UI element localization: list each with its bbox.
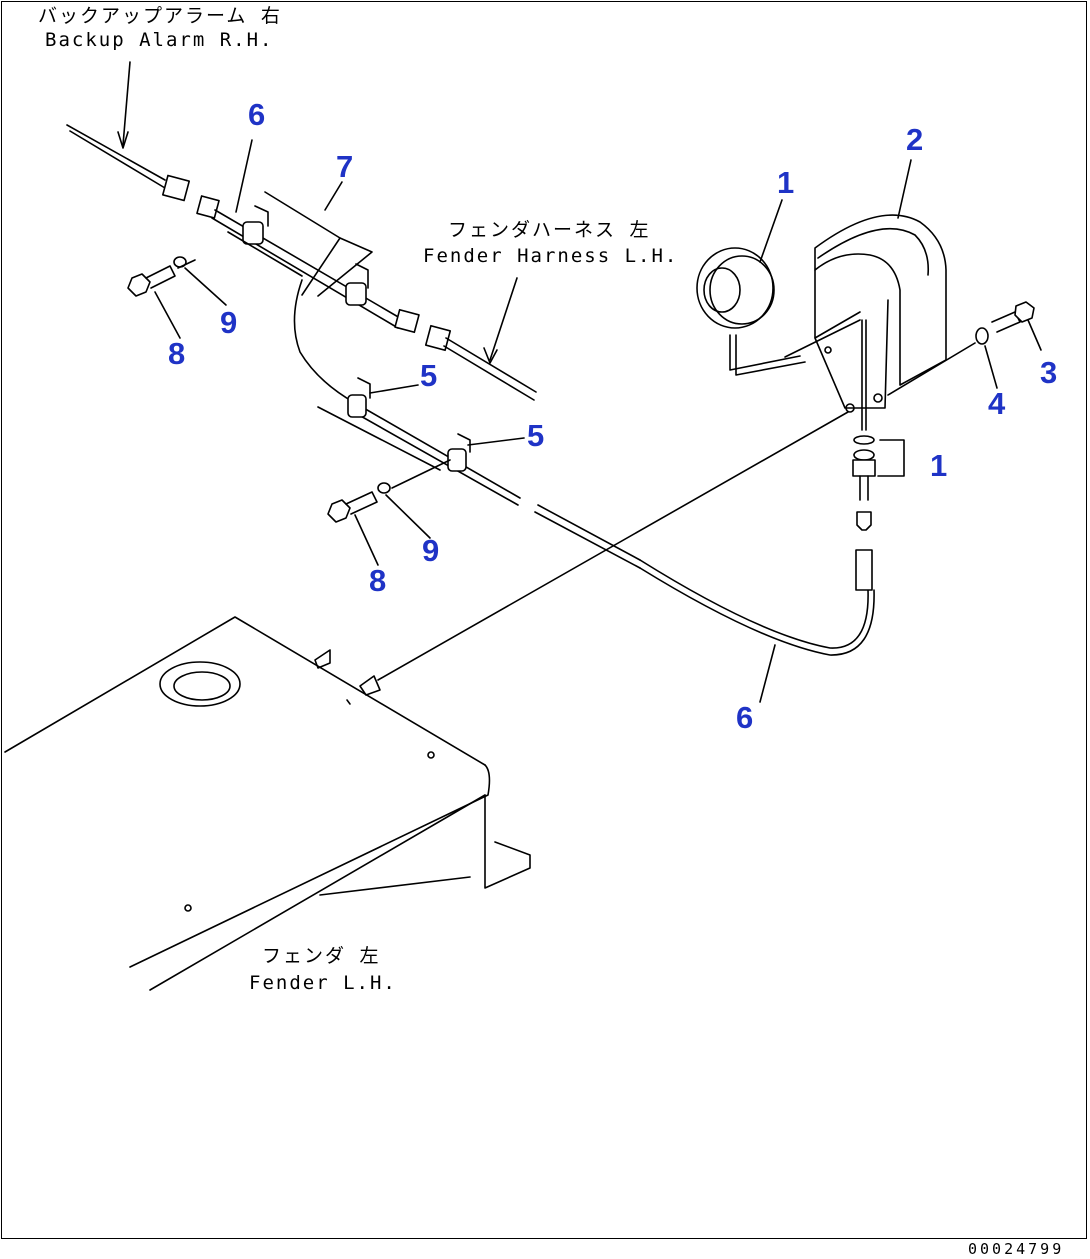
callout-9-upper: 9: [220, 305, 237, 340]
callout-5-lower: 5: [527, 418, 544, 453]
callout-4: 4: [988, 386, 1006, 421]
backup-alarm-label-jp: バックアップアラーム 右: [38, 5, 282, 27]
callout-5-upper: 5: [420, 358, 437, 393]
lower-bracket: [317, 377, 875, 656]
callout-7: 7: [336, 149, 353, 184]
bolt-washer-upper: [127, 256, 196, 297]
callout-1-nuts: 1: [930, 448, 947, 483]
backup-alarm-label-en: Backup Alarm R.H.: [45, 29, 273, 51]
alarm-cover-bracket: [814, 214, 976, 413]
callout-2: 2: [906, 122, 923, 157]
connector-nuts: [852, 319, 905, 591]
wiring-harness-upper: [196, 191, 420, 404]
callout-3: 3: [1040, 355, 1057, 390]
ground-wire: [377, 411, 849, 681]
callout-6-lower: 6: [736, 700, 753, 735]
callout-8-upper: 8: [168, 336, 185, 371]
backup-alarm-unit: [696, 247, 861, 376]
fender-label-jp: フェンダ 左: [262, 945, 380, 967]
fender-harness-label-en: Fender Harness L.H.: [423, 245, 678, 267]
callout-6-upper: 6: [248, 97, 265, 132]
callout-9-lower: 9: [422, 533, 439, 568]
drawing-frame: [1, 1, 1087, 1239]
fender-label-en: Fender L.H.: [249, 972, 397, 994]
callout-1-alarm: 1: [777, 165, 794, 200]
leader-lines: [154, 139, 1042, 703]
fender-harness: [424, 277, 537, 401]
bolt-washer-right: [975, 301, 1035, 345]
callout-8-lower: 8: [369, 563, 386, 598]
bolt-washer-lower: [327, 459, 451, 523]
drawing-number: 00024799: [968, 1240, 1064, 1258]
fender-body: [4, 616, 531, 991]
fender-harness-label-jp: フェンダハーネス 左: [448, 219, 650, 241]
backup-alarm-harness: [66, 61, 191, 202]
